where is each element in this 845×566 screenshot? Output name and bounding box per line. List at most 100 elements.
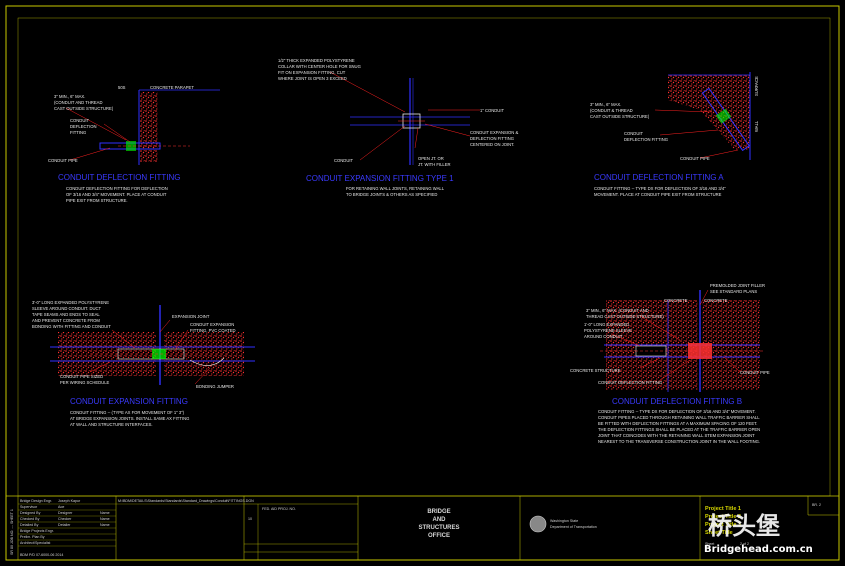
concrete-parapet — [140, 92, 158, 162]
d4-fitting-2: FITTING, PVC COATED — [190, 328, 236, 333]
tb-row-label-2: Designed By — [20, 511, 41, 515]
d5-sleeve-1: 1'-0" LONG EXPANDED — [584, 322, 629, 327]
tb-project-4: Sheet Title — [705, 530, 733, 536]
tb-row-name-3: Checker — [58, 517, 72, 521]
tb-row-label-1: Supervisor — [20, 505, 38, 509]
tb-path-text: M:\BDM\DETAILS\Standards\Standards\Stand… — [118, 499, 254, 503]
d4-joint: EXPANSION JOINT — [172, 314, 210, 319]
d1-dims-1: 3" MIN., 6" MAX. — [54, 94, 85, 99]
d2-fitting-2: DEFLECTION FITTING — [470, 136, 514, 141]
d5-note-5: JOINT THAT COINCIDES WITH THE RETAINING … — [598, 433, 755, 438]
tb-project-2: Project Title 2 — [705, 514, 741, 520]
watermark-cjk: 桥头堡 — [708, 512, 780, 540]
detail-conduit-expansion-fitting: 3'-0" LONG EXPANDED POLYSTYRENE SLEEVE A… — [32, 300, 255, 427]
d5-note-6: NEAREST TO THE TRANSVERSE CONSTRUCTION J… — [598, 439, 760, 444]
tb-project-3: Project Title 3 — [705, 522, 741, 528]
d5-concrete: CONCRETE STRUCTURE — [570, 368, 621, 373]
d5-filler-2: SEE STANDARD PLANS — [710, 289, 757, 294]
tb-row-label-6: Prelim. Plan By — [20, 535, 45, 539]
d3-fitting-1: CONDUIT — [624, 131, 644, 136]
d2-title: CONDUIT EXPANSION FITTING TYPE 1 — [306, 174, 454, 183]
d1-fitting-3: FITTING — [70, 130, 86, 135]
d4-pipe-2: PER WIRING SCHEDULE — [60, 380, 110, 385]
d5-note-2: CONDUIT PIPES PLACED THROUGH RETAINING W… — [598, 415, 760, 420]
tb-row-name-0: Joseph Kapur — [58, 499, 81, 503]
watermark-url: Bridgehead.com.cn — [704, 544, 813, 555]
d2-conduit: 1" CONDUIT — [480, 108, 504, 113]
wall-concrete — [668, 75, 750, 150]
detail-conduit-expansion-fitting-type-1: 1/2" THICK EXPANDED POLYSTYRENE COLLAR W… — [278, 58, 518, 197]
tb-section-4: OFFICE — [428, 533, 450, 539]
d1-note-1: CONDUIT DEFLECTION FITTING FOR DEFLECTIO… — [66, 186, 168, 191]
title-block: SR 80 JOB NO. --- SHEET 1 Bridge Design … — [6, 495, 839, 560]
d1-dims-2: (CONDUIT AND THREAD — [54, 100, 102, 105]
d3-title: CONDUIT DEFLECTION FITTING A — [594, 173, 724, 182]
tb-row-label-3: Checked By — [20, 517, 40, 521]
d5-sleeve-3: AROUND CONDUIT — [584, 334, 623, 339]
d1-fitting-2: DEFLECTION — [70, 124, 97, 129]
tb-row-label-4: Detailed By — [20, 523, 39, 527]
d5-note-1: CONDUIT FITTING -- TYPE DX FOR DEFLECTIO… — [598, 409, 756, 414]
d4-note-2: AT BRIDGE EXPANSION JOINTS. INSTALL SAME… — [70, 416, 189, 421]
d1-note-3: PIPE EXIT FROM STRUCTURE. — [66, 198, 128, 203]
tb-row-tag-2: Name — [100, 511, 110, 515]
d4-fitting-1: CONDUIT EXPANSION — [190, 322, 234, 327]
tb-section-2: AND — [433, 517, 447, 523]
d2-note-1: FOR RETAINING WALL JOINTS, RETAINING WAL… — [346, 186, 445, 191]
d5-note-3: BE FITTED WITH DEFLECTION FITTINGS AT A … — [598, 421, 757, 426]
detail-conduit-deflection-fitting-a: SURFACE WALL 3" MIN., 6" MAX. (CONDUIT &… — [590, 72, 759, 197]
d4-poly-3: TAPE SEAMS AND ENDS TO SEAL — [32, 312, 100, 317]
tb-sheet-value: 2 of 2 — [740, 542, 749, 546]
tb-num-cell: 10 — [248, 517, 252, 521]
d1-fitting-1: CONDUIT — [70, 118, 90, 123]
tb-section-1: BRIDGE — [427, 509, 450, 515]
tb-row-tag-3: Name — [100, 517, 110, 521]
tb-row-name-4: Detailer — [58, 523, 71, 527]
tb-row-name-1: Aoe — [58, 505, 64, 509]
tb-section-3: STRUCTURES — [418, 525, 459, 531]
tb-sheet-label: Sheet — [705, 542, 714, 546]
tb-bridge-no: BR. 2 — [812, 503, 821, 507]
d3-dims-1: 3" MIN., 6" MAX. — [590, 102, 621, 107]
d3-side-a: SURFACE — [754, 76, 759, 96]
d5-fitting: CONDUIT DEFLECTION FITTING — [598, 380, 662, 385]
d1-dims-3: CAST OUTSIDE STRUCTURE) — [54, 106, 114, 111]
d2-top-4: WHERE JOINT IS OPEN 3 EXCEED — [278, 76, 347, 81]
tb-fed-text: FED. AID PROJ. NO. — [262, 507, 296, 511]
d3-fitting-2: DEFLECTION FITTING — [624, 137, 668, 142]
d5-dims-2: THREAD CAST OUTSIDE STRUCTURE) — [586, 314, 664, 319]
d1-pipe: CONDUIT PIPE — [48, 158, 78, 163]
d5-title: CONDUIT DEFLECTION FITTING B — [612, 397, 742, 406]
d5-tag-right: CONCRETE — [704, 298, 728, 303]
d1-title: CONDUIT DEFLECTION FITTING — [58, 173, 181, 182]
d3-side-b: WALL — [754, 120, 759, 132]
d1-tag-right: CONCRETE PARAPET — [150, 85, 194, 90]
d4-poly-4: AND PREVENT CONCRETE FROM — [32, 318, 100, 323]
tb-agency-1: Washington State — [550, 519, 578, 523]
d3-pipe: CONDUIT PIPE — [680, 156, 710, 161]
d4-poly-2: SLEEVE AROUND CONDUIT. DUCT — [32, 306, 102, 311]
d5-dims-1: 3" MIN., 6" MAX. (CONDUIT AND — [586, 308, 649, 313]
d2-fitting-3: CENTERED ON JOINT. — [470, 142, 514, 147]
d2-left: CONDUIT — [334, 158, 354, 163]
sheet-border — [5, 5, 840, 561]
d2-top-2: COLLAR WITH CENTER HOLE FOR SNUG — [278, 64, 361, 69]
detail-conduit-deflection-fitting-b: PREMOLDED JOINT FILLER SEE STANDARD PLAN… — [570, 283, 770, 444]
d3-note-1: CONDUIT FITTING -- TYPE DX FOR DEFLECTIO… — [594, 186, 726, 191]
tb-row-tag-4: Name — [100, 523, 110, 527]
tb-project-title: Project Title 1 — [705, 506, 741, 512]
d5-filler-1: PREMOLDED JOINT FILLER — [710, 283, 765, 288]
d3-dims-2: (CONDUIT & THREAD — [590, 108, 633, 113]
d5-sleeve-2: POLYSTYRENE SLEEVE — [584, 328, 632, 333]
d2-fitting-1: CONDUIT EXPANSION & — [470, 130, 518, 135]
tb-row-label-5: Bridge Projects Engr. — [20, 529, 54, 533]
d4-poly-5: BONDING WITH FITTING AND CONDUIT — [32, 324, 111, 329]
d1-note-2: OF 3/16 AND 3/4" MOVEMENT. PLACE AT COND… — [66, 192, 167, 197]
d5-note-4: THE DEFLECTION FITTINGS SHALL BE PLACED … — [598, 427, 760, 432]
detail-conduit-deflection-fitting: 50S CONCRETE PARAPET 3" MIN., 6" MAX. (C… — [48, 85, 220, 203]
d2-bottom-1: OPEN JT. OR — [418, 156, 444, 161]
d4-jumper: BONDING JUMPER — [196, 384, 234, 389]
tb-side-text: SR 80 JOB NO. --- SHEET 1 — [10, 509, 14, 555]
d2-top-1: 1/2" THICK EXPANDED POLYSTYRENE — [278, 58, 355, 63]
